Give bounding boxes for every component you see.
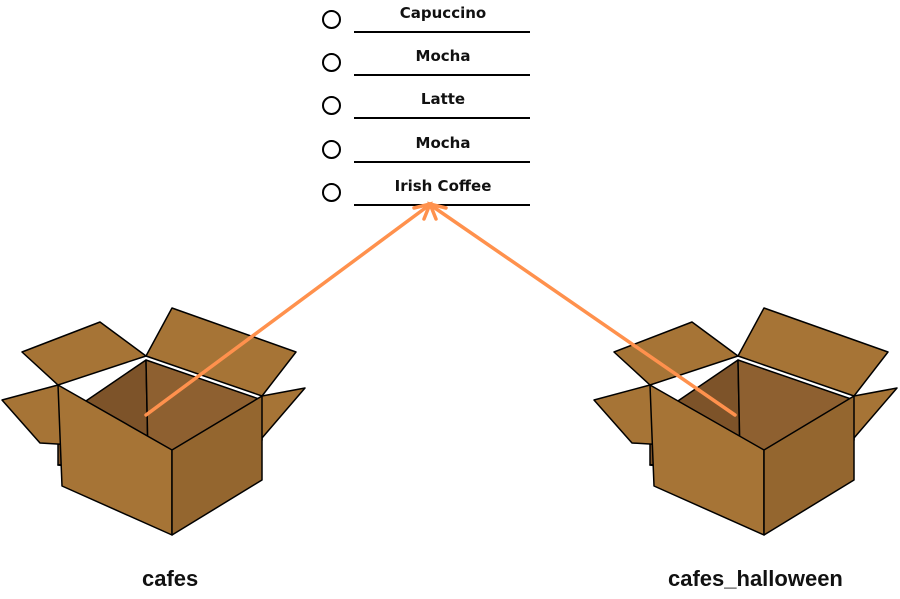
- cafes-halloween-label: cafes_halloween: [668, 566, 843, 591]
- cafes-halloween-box-icon: [593, 307, 898, 536]
- radio-button[interactable]: [322, 140, 341, 159]
- item-label: Latte: [420, 90, 466, 108]
- item-label: Mocha: [415, 47, 471, 65]
- back-right-flap: [737, 307, 889, 397]
- cafes-label: cafes: [142, 566, 199, 591]
- list-item-mocha[interactable]: Mocha: [322, 48, 532, 78]
- underline: [354, 117, 530, 119]
- drink-list: Capuccino Mocha Latte Mocha Irish Coffee: [0, 0, 900, 220]
- underline: [354, 161, 530, 163]
- underline: [354, 204, 530, 206]
- item-label: Irish Coffee: [394, 177, 492, 195]
- underline: [354, 74, 530, 76]
- front-right-face: [763, 395, 855, 536]
- list-item-latte[interactable]: Latte: [322, 91, 532, 121]
- radio-button[interactable]: [322, 10, 341, 29]
- radio-button[interactable]: [322, 183, 341, 202]
- list-item-irish-coffee[interactable]: Irish Coffee: [322, 178, 532, 208]
- underline: [354, 31, 530, 33]
- radio-button[interactable]: [322, 96, 341, 115]
- radio-button[interactable]: [322, 53, 341, 72]
- list-item-mocha-2[interactable]: Mocha: [322, 135, 532, 165]
- item-label: Mocha: [415, 134, 471, 152]
- cafes-box-icon: [1, 307, 306, 536]
- list-item-capuccino[interactable]: Capuccino: [322, 5, 532, 35]
- item-label: Capuccino: [399, 4, 487, 22]
